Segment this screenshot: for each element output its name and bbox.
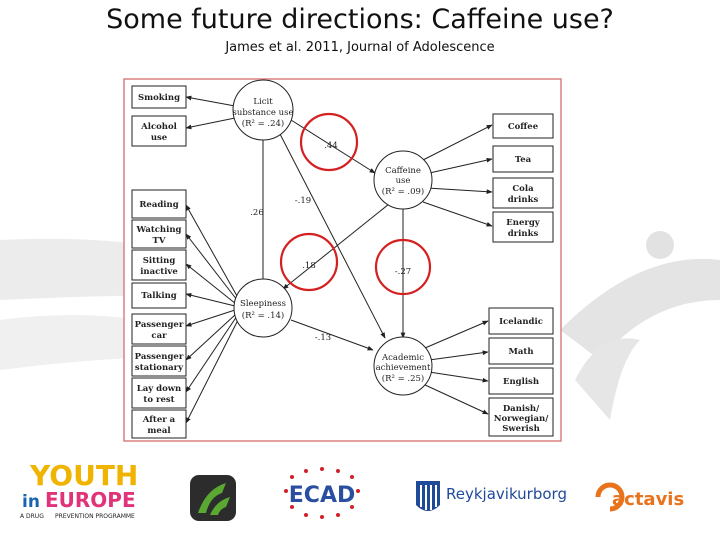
- youth-logo-in: in: [22, 492, 40, 512]
- right-box-frames: [488, 113, 554, 437]
- box-english: English: [503, 377, 539, 387]
- path-arrows: [185, 95, 493, 424]
- box-smoking: Smoking: [138, 93, 180, 103]
- box-sitting-line2: inactive: [140, 267, 178, 277]
- ecad-logo: ECAD: [284, 467, 360, 519]
- coef-sleepiness-academic: -.13: [315, 333, 331, 343]
- box-scand-line1: Danish/: [503, 404, 540, 414]
- reykjavikurborg-logo: Reykjavikurborg: [416, 481, 567, 511]
- node-caffeine-line3: (R² = .09): [382, 186, 424, 197]
- box-watching-line1: Watching: [136, 225, 182, 235]
- node-academic-line1: Academic: [381, 353, 424, 363]
- box-passenger-stat-line1: Passenger: [135, 352, 184, 362]
- box-tea: Tea: [515, 155, 532, 165]
- coef-caffeine-academic: -.27: [395, 267, 411, 277]
- highlight-circle-44: [299, 112, 359, 172]
- node-academic-line2: achievement: [376, 363, 431, 373]
- coef-licit-academic: -.19: [295, 196, 311, 206]
- highlight-circles: [279, 112, 432, 296]
- slide-title: Some future directions: Caffeine use?: [106, 4, 614, 35]
- sponsor-logos: YOUTH in EUROPE A DRUG PREVENTION PROGRA…: [20, 459, 684, 521]
- box-math: Math: [508, 347, 533, 357]
- box-energy-line2: drinks: [508, 229, 539, 239]
- node-academic-line3: (R² = .25): [382, 373, 424, 384]
- actavis-logo: actavis: [595, 482, 684, 512]
- coef-caffeine-sleepiness: .18: [302, 261, 316, 271]
- box-alcohol-line2: use: [151, 133, 168, 143]
- box-passenger-car-line2: car: [151, 331, 167, 341]
- latent-node-labels: Licit substance use (R² = .24) Caffeine …: [233, 97, 431, 384]
- youth-logo-sub-a: A DRUG: [20, 513, 44, 520]
- green-emblem-logo: [190, 475, 236, 521]
- node-licit-line2: substance use: [233, 108, 294, 118]
- box-scand-line3: Swerish: [502, 424, 540, 434]
- box-passenger-stat-line2: stationary: [135, 363, 184, 373]
- ecad-logo-text: ECAD: [289, 483, 355, 508]
- path-diagram: Smoking Alcohol use Reading Watching TV …: [123, 78, 562, 442]
- box-cola-line2: drinks: [508, 195, 539, 205]
- box-sitting-line1: Sitting: [143, 256, 176, 266]
- node-caffeine-line2: use: [396, 176, 411, 186]
- coef-licit-sleepiness: .26: [250, 208, 264, 218]
- reykjavikurborg-logo-text: Reykjavikurborg: [446, 485, 567, 503]
- box-icelandic: Icelandic: [499, 317, 543, 327]
- box-cola-line1: Cola: [512, 184, 534, 194]
- left-box-labels: Smoking Alcohol use Reading Watching TV …: [135, 93, 184, 436]
- box-reading: Reading: [139, 200, 178, 210]
- latent-node-circles: [232, 79, 433, 396]
- box-alcohol-line1: Alcohol: [140, 122, 178, 132]
- node-sleepiness-line2: (R² = .14): [242, 310, 284, 321]
- box-laydown-line1: Lay down: [137, 384, 182, 394]
- box-talking: Talking: [141, 291, 177, 301]
- box-energy-line1: Energy: [506, 218, 540, 228]
- node-licit-line3: (R² = .24): [242, 118, 284, 129]
- box-laydown-line2: to rest: [143, 395, 174, 405]
- box-passenger-car-line1: Passenger: [135, 320, 184, 330]
- left-box-frames: [131, 85, 187, 439]
- node-licit-line1: Licit: [253, 97, 273, 107]
- box-watching-line2: TV: [153, 236, 166, 246]
- node-sleepiness-line1: Sleepiness: [240, 299, 286, 309]
- slide-subtitle: James et al. 2011, Journal of Adolescenc…: [225, 40, 495, 55]
- path-coefficients: .44 .26 -.19 .18 -.27 -.13: [250, 141, 411, 343]
- youth-logo-sub-b: PREVENTION PROGRAMME: [55, 513, 135, 520]
- actavis-logo-text: actavis: [612, 489, 684, 510]
- youth-in-europe-logo: YOUTH in EUROPE A DRUG PREVENTION PROGRA…: [20, 459, 138, 520]
- node-caffeine-line1: Caffeine: [385, 166, 421, 176]
- box-aftermeal-line1: After a: [142, 415, 176, 425]
- highlight-circle-18: [279, 232, 339, 292]
- box-aftermeal-line2: meal: [147, 426, 171, 436]
- youth-logo-europe: EUROPE: [45, 488, 136, 512]
- box-coffee: Coffee: [508, 122, 539, 132]
- box-scand-line2: Norwegian/: [494, 414, 550, 424]
- right-box-labels: Coffee Tea Cola drinks Energy drinks Ice…: [494, 122, 550, 434]
- highlight-circle-27: [374, 238, 432, 296]
- youth-logo-line1: YOUTH: [29, 459, 138, 492]
- coef-licit-caffeine: .44: [324, 141, 338, 151]
